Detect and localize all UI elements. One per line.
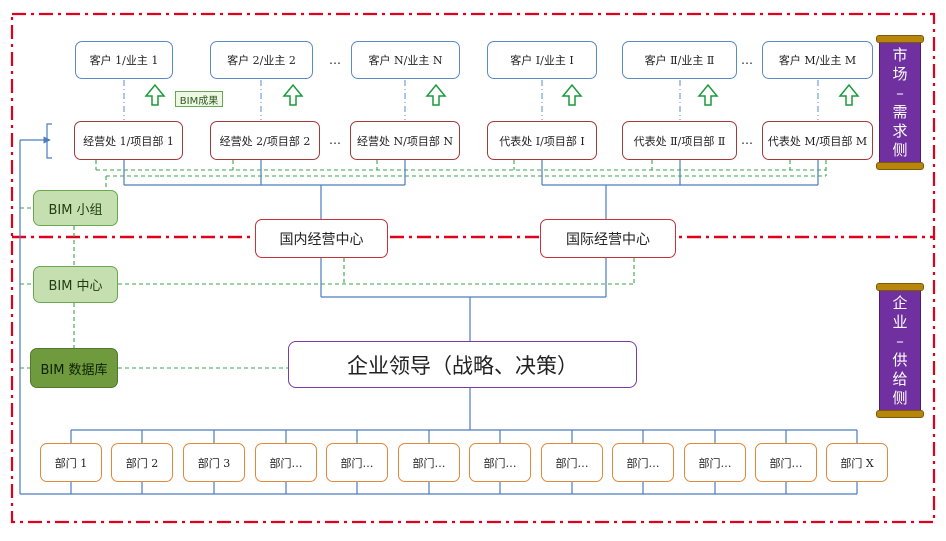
unit-box: 部门 3 [183, 443, 245, 482]
unit-box: 部门 2 [111, 443, 173, 482]
bim-database-box: BIM 数据库 [30, 348, 118, 388]
enterprise-supply-side-label: 企 业 – 供 给 侧 [876, 283, 924, 418]
side-label-char: 企 [892, 293, 908, 312]
unit-box: 部门… [326, 443, 388, 482]
client-box: 客户 1/业主 1 [75, 41, 173, 79]
unit-box: 部门… [469, 443, 531, 482]
leadership-box: 企业领导（战略、决策） [288, 341, 637, 388]
ellipsis: … [329, 133, 341, 147]
upload-arrows [144, 83, 860, 106]
bim-network [20, 160, 827, 369]
feedback-loop [19, 123, 52, 494]
unit-box: 部门… [755, 443, 817, 482]
bim-center-box: BIM 中心 [33, 266, 118, 303]
up-arrow-icon [282, 83, 304, 106]
ellipsis: … [741, 53, 753, 67]
client-dept-links [123, 80, 819, 120]
client-box: 客户 Ⅱ/业主 Ⅱ [622, 41, 737, 79]
client-box: 客户 M/业主 M [762, 41, 873, 79]
center-lead-tree [320, 258, 607, 341]
client-box: 客户 Ⅰ/业主 Ⅰ [487, 41, 597, 79]
dept-box: 代表处 M/项目部 M [762, 121, 873, 160]
domestic-center-box: 国内经营中心 [255, 219, 388, 258]
side-label-char: – [896, 331, 904, 350]
market-demand-side-label: 市 场 – 需 求 侧 [876, 35, 924, 170]
ellipsis: … [329, 53, 341, 67]
unit-box: 部门… [255, 443, 317, 482]
lead-unit-tree [20, 388, 858, 495]
dept-box: 经营处 2/项目部 2 [210, 121, 320, 160]
unit-box: 部门 1 [40, 443, 102, 482]
unit-box: 部门… [684, 443, 746, 482]
unit-box: 部门… [612, 443, 674, 482]
dept-box: 代表处 Ⅰ/项目部 Ⅰ [487, 121, 597, 160]
side-label-char: 侧 [892, 388, 908, 407]
ellipsis: … [741, 133, 753, 147]
side-label-char: 侧 [892, 140, 908, 159]
side-label-char: 业 [892, 312, 908, 331]
dept-box: 代表处 Ⅱ/项目部 Ⅱ [622, 121, 737, 160]
side-label-char: 给 [892, 369, 908, 388]
side-label-char: 场 [892, 64, 908, 83]
side-label-char: 市 [892, 45, 908, 64]
up-arrow-icon [561, 83, 583, 106]
dept-center-tree [123, 160, 819, 219]
up-arrow-icon [697, 83, 719, 106]
client-box: 客户 2/业主 2 [210, 41, 313, 79]
international-center-box: 国际经营中心 [540, 219, 676, 258]
up-arrow-icon [425, 83, 447, 106]
bim-group-box: BIM 小组 [33, 190, 118, 226]
dept-box: 经营处 1/项目部 1 [74, 121, 183, 160]
side-label-char: 求 [892, 121, 908, 140]
unit-box: 部门… [541, 443, 603, 482]
side-label-char: 供 [892, 350, 908, 369]
unit-box: 部门 X [826, 443, 888, 482]
up-arrow-icon [144, 83, 166, 106]
client-box: 客户 N/业主 N [351, 41, 460, 79]
side-label-char: 需 [892, 102, 908, 121]
unit-box: 部门… [398, 443, 460, 482]
dept-box: 经营处 N/项目部 N [350, 121, 460, 160]
up-arrow-icon [838, 83, 860, 106]
side-label-char: – [896, 83, 904, 102]
bim-results-tag: BIM成果 [175, 91, 223, 107]
outer-frame [10, 12, 936, 524]
